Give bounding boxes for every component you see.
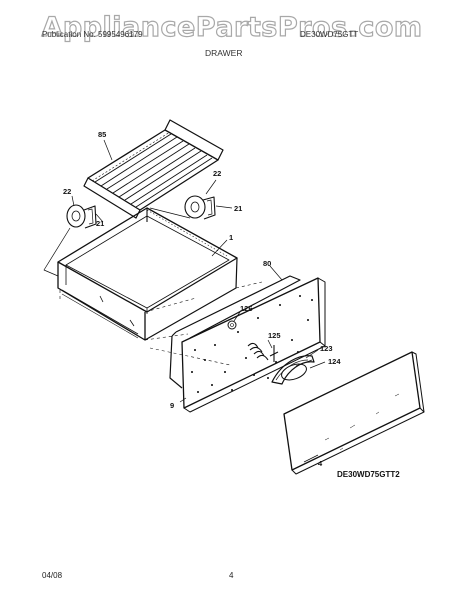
- drawer-handle: [271, 355, 315, 385]
- label-80: 80: [263, 259, 271, 268]
- label-22-right: 22: [213, 169, 221, 178]
- label-9: 9: [170, 401, 174, 410]
- alignment-lines: [59, 281, 263, 366]
- publication-number: Publication No. 5995496179: [42, 30, 143, 39]
- handle-clip: [269, 345, 279, 362]
- footer-date: 04/08: [42, 571, 63, 580]
- outer-door-panel: [283, 351, 425, 475]
- watermark: AppliancePartsPros.com: [41, 11, 423, 43]
- inner-door-panel: [181, 277, 326, 413]
- roller-left: [66, 204, 97, 229]
- label-4: 4: [318, 459, 323, 468]
- label-126: 126: [240, 304, 253, 313]
- insulation-pad: [227, 320, 237, 330]
- label-85: 85: [98, 130, 106, 139]
- label-22-left: 22: [63, 187, 71, 196]
- roller-right: [184, 195, 216, 220]
- label-125: 125: [268, 331, 281, 340]
- label-21-left: 21: [96, 219, 104, 228]
- leader-lines: [43, 139, 326, 463]
- door-gasket: [169, 275, 301, 389]
- label-124: 124: [328, 357, 341, 366]
- diagram-code: DE30WD75GTT2: [337, 470, 400, 479]
- label-21-right: 21: [234, 204, 242, 213]
- model-number: DE30WD75GTT: [300, 30, 359, 39]
- label-123: 123: [320, 344, 333, 353]
- label-1: 1: [229, 233, 233, 242]
- callout-labels: 85 22 21 22 21 1 80 126 125 123 124 9 4 …: [63, 130, 400, 479]
- section-title: DRAWER: [205, 48, 243, 58]
- drawer-body: [57, 207, 238, 341]
- footer-page-number: 4: [229, 571, 234, 580]
- drawer-rack: [83, 119, 224, 219]
